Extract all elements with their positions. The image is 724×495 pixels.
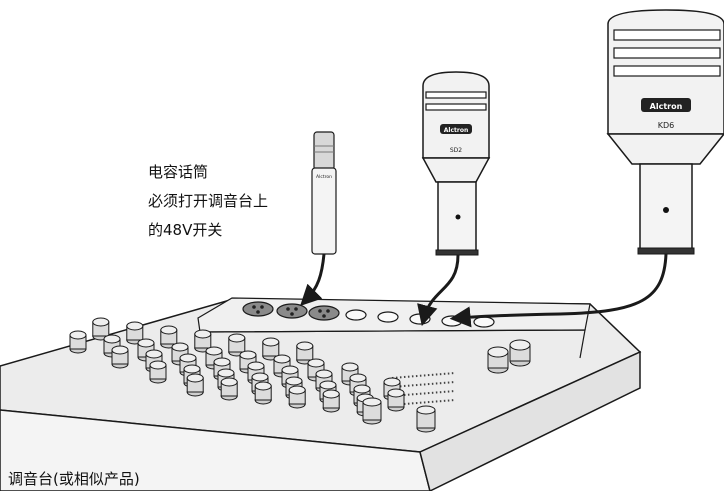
knob [262, 337, 280, 361]
sd2-mic-head [422, 71, 490, 159]
sd2-mic: Alctron SD2 [421, 71, 491, 256]
mixer-caption: 调音台(或相似产品) [8, 470, 140, 488]
phantom-power-note: 电容话筒 必须打开调音台上 的48V开关 [148, 158, 268, 245]
note-line-1: 电容话筒 [148, 163, 209, 181]
master-knob [487, 346, 509, 374]
xlr-socket-1 [242, 301, 274, 317]
note-line-2: 必须打开调音台上 [148, 192, 269, 210]
knob [111, 345, 129, 369]
master-knob [509, 339, 531, 367]
condenser-mic-brand: Alctron [316, 174, 332, 180]
knob [220, 377, 238, 401]
sd2-badge [440, 124, 472, 134]
condenser-mic: Alctron [311, 131, 337, 255]
knob [254, 381, 272, 405]
xlr-socket-3 [308, 305, 340, 321]
knob [288, 385, 306, 409]
knob [322, 389, 340, 413]
mixer-knobs [69, 317, 531, 433]
cable-sd2 [417, 254, 460, 327]
kd6-badge [641, 98, 691, 112]
xlr-inputs [242, 301, 340, 321]
knob [387, 388, 405, 412]
note-line-3: 的48V开关 [148, 221, 223, 239]
knob [160, 325, 178, 349]
fader-knob [416, 405, 436, 433]
condenser-mic-body [311, 167, 337, 255]
sd2-model-label: SD2 [450, 147, 462, 154]
knob [186, 373, 204, 397]
fader-knob [362, 397, 382, 425]
knob [194, 329, 212, 353]
knob [149, 360, 167, 384]
cable-kd6 [449, 253, 668, 328]
mixer-side-face [419, 350, 641, 493]
fader-ticks [391, 372, 456, 406]
cable-condenser [300, 253, 326, 306]
xlr-socket-2 [276, 303, 308, 319]
condenser-mic-grille [313, 131, 335, 171]
knob [92, 317, 110, 341]
knob [69, 330, 87, 354]
kd6-brand: Alctron [650, 102, 683, 111]
panel-divider [199, 329, 586, 359]
knob [228, 333, 246, 357]
sd2-brand: Alctron [444, 127, 468, 134]
kd6-model-label: KD6 [658, 121, 675, 130]
kd6-mic: Alctron KD6 [606, 9, 724, 255]
knob [126, 321, 144, 345]
